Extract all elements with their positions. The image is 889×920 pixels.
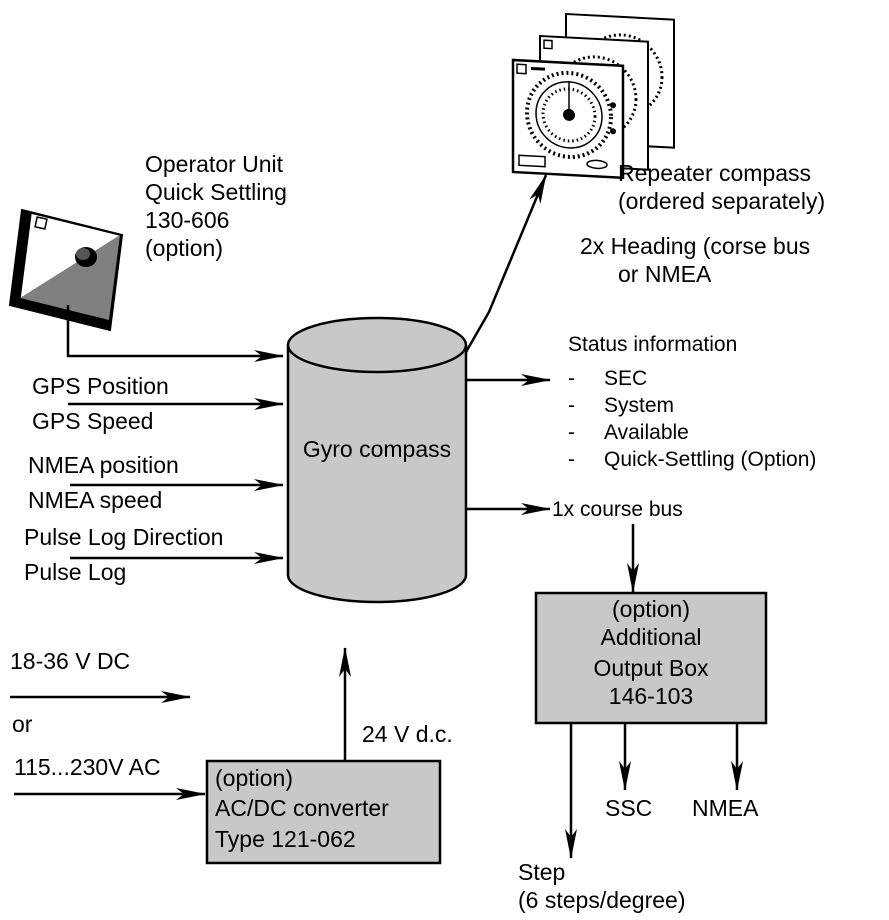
nmea-position-label: NMEA position [28, 452, 179, 478]
status-item-dash: - [568, 367, 575, 390]
repeater-ordered-separately-label: (ordered separately) [618, 188, 825, 214]
pulse-log-label: Pulse Log [24, 559, 126, 585]
step-output-label: Step [518, 859, 565, 885]
dc-input-label: 18-36 V DC [10, 648, 130, 674]
or-label: or [12, 711, 33, 737]
operator-unit-quick-settling-label: Quick Settling [145, 179, 287, 205]
gyro-to-repeater-connector [464, 174, 548, 353]
gps-speed-label: GPS Speed [32, 408, 153, 434]
ac-input-label: 115...230V AC [14, 754, 161, 780]
repeater-compass-label: Repeater compass [618, 160, 811, 186]
repeater-compass-illustration [511, 12, 675, 180]
output-box-part-number: 146-103 [609, 683, 693, 709]
operator-unit-option-label: (option) [145, 235, 223, 261]
status-information-title: Status information [568, 333, 737, 356]
repeater-panel-front [511, 58, 625, 180]
step-rate-label: (6 steps/degree) [518, 887, 685, 913]
heading-output-label: 2x Heading (corse bus [580, 233, 810, 259]
output-box-title-label: Output Box [593, 655, 709, 681]
operator-unit-part-number: 130-606 [145, 207, 229, 233]
status-item-dash: - [568, 421, 575, 444]
status-list: - SEC - System - Available - Quick-Settl… [568, 367, 816, 471]
converter-title-label: AC/DC converter [215, 795, 389, 821]
dc-output-label: 24 V d.c. [362, 721, 453, 747]
converter-type-label: Type 121-062 [215, 826, 356, 852]
status-item-sec: SEC [604, 367, 647, 390]
gyro-compass-cylinder [286, 316, 468, 604]
converter-option-label: (option) [215, 765, 293, 791]
nmea-speed-label: NMEA speed [28, 487, 162, 513]
output-box-option-label: (option) [612, 596, 690, 622]
output-box-additional-label: Additional [600, 624, 701, 650]
ssc-output-label: SSC [605, 795, 652, 821]
ac-dc-converter-box [205, 759, 442, 865]
nmea-output-label: NMEA [692, 795, 759, 821]
status-item-dash: - [568, 394, 575, 417]
course-bus-label: 1x course bus [552, 498, 683, 521]
status-item-available: Available [604, 421, 689, 444]
status-item-system: System [604, 394, 674, 417]
operator-unit-connector [66, 305, 284, 362]
operator-unit-label: Operator Unit [145, 151, 284, 177]
heading-output-label-cont: or NMEA [618, 261, 712, 287]
operator-unit-illustration [8, 208, 124, 332]
pulse-log-direction-label: Pulse Log Direction [24, 524, 223, 550]
status-item-dash: - [568, 448, 575, 471]
gyro-compass-label: Gyro compass [303, 436, 451, 462]
status-item-quick-settling: Quick-Settling (Option) [604, 448, 816, 471]
gps-position-label: GPS Position [32, 373, 169, 399]
additional-output-box [534, 591, 768, 725]
